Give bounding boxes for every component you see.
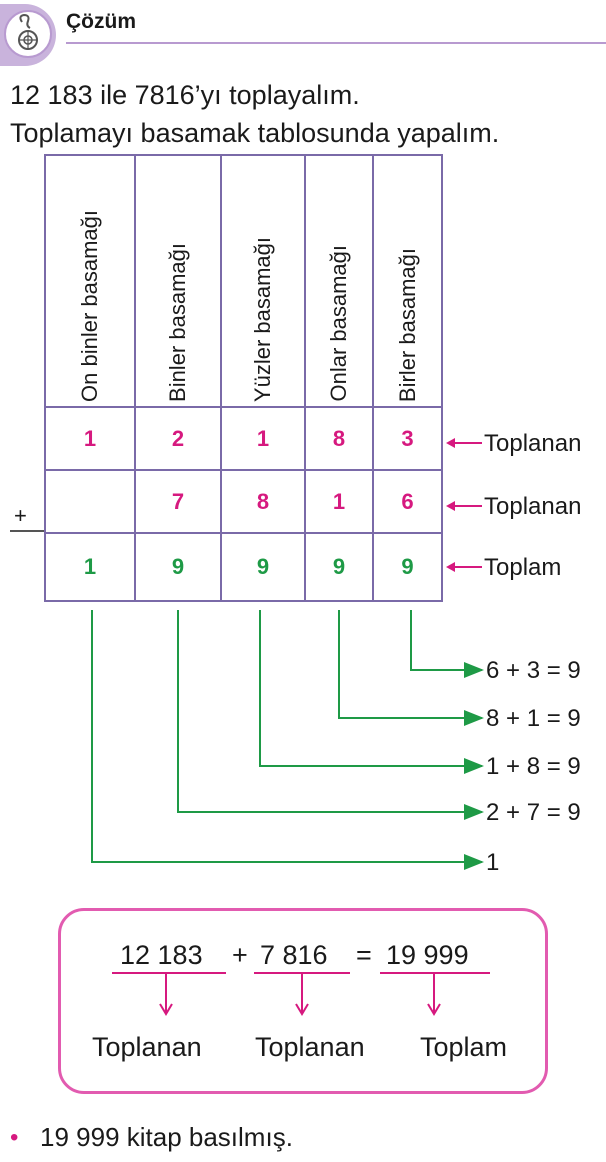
table-cell: 9	[304, 532, 374, 602]
row-label-addend-2: Toplanan	[446, 491, 606, 525]
connector-hundreds	[259, 610, 484, 774]
equation-addend-2: 7 816	[260, 940, 328, 970]
row-label-addend-1: Toplanan	[446, 428, 606, 462]
table-row-addend-1: 1 2 1 8 3	[44, 406, 443, 471]
plus-sign: +	[14, 503, 27, 528]
step-thousands: 2 + 7 = 9	[486, 799, 581, 826]
connector-ones	[410, 610, 484, 678]
equation-box	[58, 908, 548, 1094]
table-cell: 9	[134, 532, 222, 602]
table-cell: 1	[44, 406, 136, 471]
row-label-text: Toplanan	[484, 493, 582, 520]
table-cell	[44, 469, 136, 534]
connector-ten-thousands	[91, 610, 484, 870]
connector-thousands	[177, 610, 484, 820]
equation-label-addend-1: Toplanan	[92, 1032, 202, 1062]
table-cell: 3	[372, 406, 443, 471]
equation-label-sum: Toplam	[420, 1032, 508, 1062]
underline-addend-1	[112, 972, 226, 974]
title-divider	[66, 42, 606, 44]
step-hundreds: 1 + 8 = 9	[486, 753, 581, 780]
section-title: Çözüm	[66, 10, 136, 33]
row-label-text: Toplanan	[484, 430, 582, 457]
plus-underline	[10, 530, 44, 532]
table-cell: 9	[372, 532, 443, 602]
table-cell: 8	[220, 469, 306, 534]
table-row-sum: 1 9 9 9 9	[44, 532, 443, 602]
underline-sum	[380, 972, 490, 974]
step-ten-thousands: 1	[486, 849, 500, 876]
underline-addend-2	[254, 972, 350, 974]
table-header-row: On binler basamağı Binler basamağı Yüzle…	[44, 154, 443, 408]
left-arrow-icon	[446, 501, 482, 511]
intro-line-2: Toplamayı basamak tablosunda yapalım.	[10, 118, 500, 148]
down-arrow-icon	[159, 974, 173, 1016]
column-connectors	[91, 610, 484, 870]
table-cell: 8	[304, 406, 374, 471]
down-arrow-icon	[427, 974, 441, 1016]
left-arrow-icon	[446, 438, 482, 448]
column-header: Onlar basamağı	[304, 154, 374, 408]
table-cell: 1	[304, 469, 374, 534]
table-cell: 9	[220, 532, 306, 602]
equation-plus: +	[232, 940, 248, 970]
equation-equals: =	[356, 940, 372, 970]
table-row-addend-2: 7 8 1 6	[44, 469, 443, 534]
table-cell: 1	[44, 532, 136, 602]
table-cell: 6	[372, 469, 443, 534]
column-header: Yüzler basamağı	[220, 154, 306, 408]
bullet-icon: •	[10, 1124, 19, 1151]
row-label-text: Toplam	[484, 554, 562, 581]
column-header: On binler basamağı	[44, 154, 136, 408]
column-header: Binler basamağı	[134, 154, 222, 408]
step-ones: 6 + 3 = 9	[486, 657, 581, 684]
connector-tens	[338, 610, 484, 726]
conclusion-text: 19 999 kitap basılmış.	[40, 1122, 293, 1152]
column-header: Birler basamağı	[372, 154, 443, 408]
left-arrow-icon	[446, 562, 482, 572]
down-arrow-icon	[295, 974, 309, 1016]
table-cell: 1	[220, 406, 306, 471]
table-cell: 7	[134, 469, 222, 534]
place-value-table: On binler basamağı Binler basamağı Yüzle…	[44, 154, 443, 602]
equation-sum: 19 999	[386, 940, 469, 970]
life-buoy-icon	[4, 10, 52, 58]
intro-line-1: 12 183 ile 7816’yı toplayalım.	[10, 80, 360, 110]
table-cell: 2	[134, 406, 222, 471]
equation-addend-1: 12 183	[120, 940, 203, 970]
equation-label-addend-2: Toplanan	[255, 1032, 365, 1062]
step-tens: 8 + 1 = 9	[486, 705, 581, 732]
row-label-sum: Toplam	[446, 552, 606, 586]
